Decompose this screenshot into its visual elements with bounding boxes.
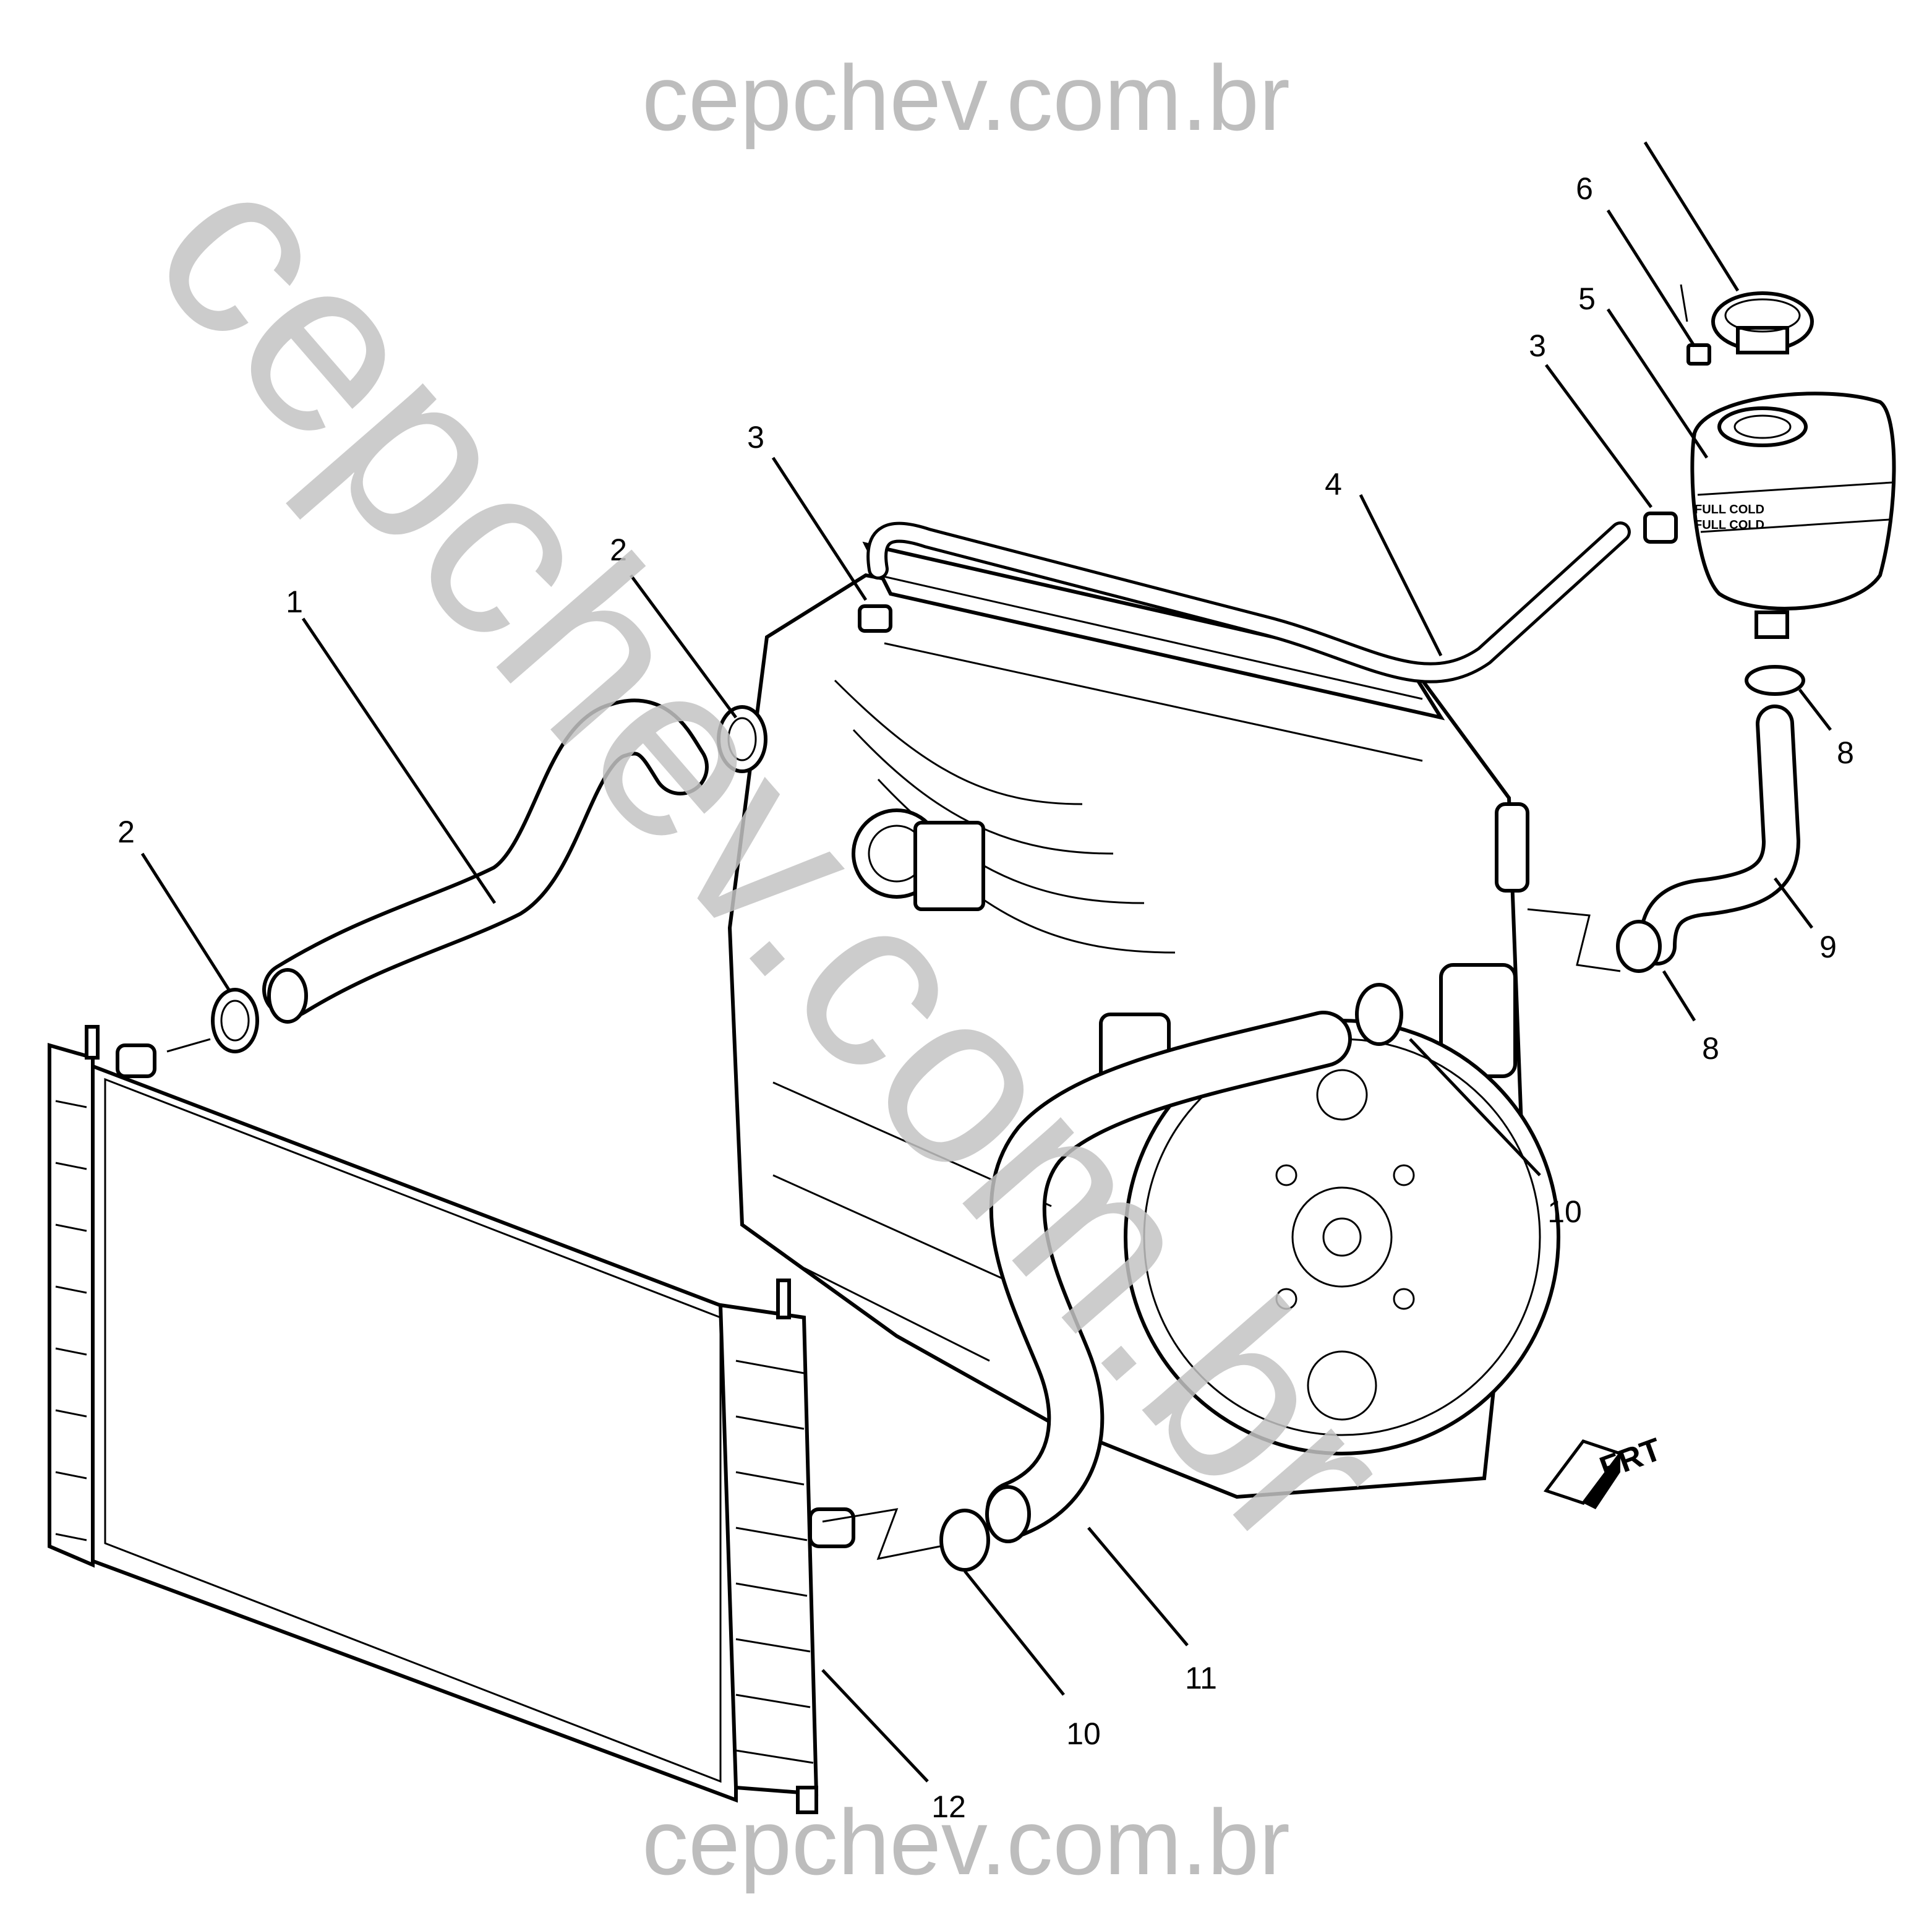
clamp-10-upper (1355, 983, 1403, 1046)
callout-8-upper: 8 (1837, 735, 1854, 770)
leader-lines (140, 141, 1832, 1783)
callout-11: 11 (1185, 1661, 1217, 1695)
callout-1: 1 (286, 585, 303, 619)
watermark-top: cepchev.com.br (642, 46, 1290, 150)
frt-label: FRT (1595, 1431, 1666, 1486)
callout-2-lower: 2 (118, 815, 135, 849)
radiator-inlet-hose (262, 698, 709, 1024)
surge-tank-cap (1711, 291, 1814, 354)
watermark-bottom: cepchev.com.br (642, 1790, 1290, 1894)
front-direction-indicator: FRT (1543, 1431, 1666, 1509)
callout-5: 5 (1578, 281, 1596, 316)
callout-6: 6 (1576, 171, 1593, 206)
callout-4: 4 (1325, 467, 1342, 502)
clamp-8-lower (1616, 920, 1662, 973)
callout-3-right: 3 (1529, 328, 1546, 363)
surge-tank-bolt (1680, 284, 1711, 366)
radiator-outlet-hose (985, 1011, 1352, 1543)
clamp-3-left (858, 604, 892, 633)
callout-3-left: 3 (747, 420, 764, 455)
callout-9: 9 (1819, 930, 1837, 964)
engine-assembly (727, 541, 1560, 1499)
coolant-surge-tank: FULL COLD FULL COLD (1690, 392, 1896, 639)
clamp-8-upper (1745, 665, 1805, 696)
callout-12: 12 (931, 1789, 966, 1824)
surge-tank-vent-hose (866, 521, 1631, 683)
callout-labels: 1 2 2 3 3 4 5 6 8 8 9 10 10 11 12 (118, 171, 1854, 1824)
clamp-3-right (1643, 512, 1678, 544)
clamp-2-lower (211, 988, 259, 1053)
callout-8-lower: 8 (1702, 1031, 1719, 1066)
clamp-10-lower (939, 1509, 990, 1572)
surge-tank-outlet-hose (1638, 705, 1801, 966)
reservoir-label-line1: FULL COLD (1695, 503, 1764, 516)
reservoir-label-line2: FULL COLD (1695, 518, 1764, 532)
callout-10-upper: 10 (1547, 1194, 1582, 1229)
callout-10-lower: 10 (1066, 1716, 1101, 1751)
clamp-2-upper (717, 705, 767, 773)
radiator (48, 1025, 855, 1814)
callout-2-upper: 2 (610, 533, 627, 567)
